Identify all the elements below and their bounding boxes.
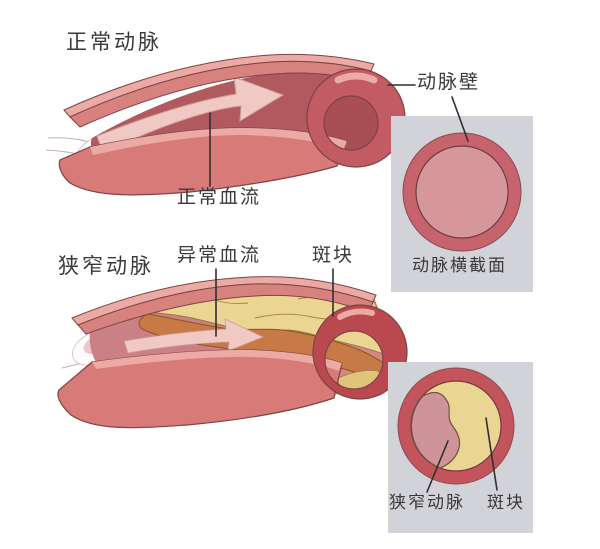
normal-artery-illustration	[45, 53, 406, 196]
normal-flow-label: 正常血流	[177, 187, 262, 208]
cross-section-narrowed-lumen	[410, 391, 461, 469]
cs-plaque-leader-line	[485, 417, 498, 491]
narrowed-artery-illustration	[57, 276, 408, 429]
artery-wall-label: 动脉壁	[417, 72, 481, 93]
cs-plaque-label: 斑块	[487, 493, 525, 512]
leader-lines	[209, 84, 498, 493]
bottom-wall-highlight	[90, 128, 347, 155]
cross-section-lumen	[415, 145, 509, 239]
artery-wall-rim	[306, 68, 406, 168]
rim-highlight	[334, 72, 378, 84]
wall-leader-line-2	[451, 96, 469, 142]
cross-section-narrowed-panel	[388, 362, 533, 533]
rim-highlight	[337, 308, 375, 320]
normal-artery-title: 正常动脉	[66, 31, 162, 54]
cs-narrowed-lumen-label: 狭窄动脉	[389, 493, 465, 512]
abnormal-flow-arrow	[123, 318, 264, 354]
plaque-label: 斑块	[312, 245, 355, 266]
cross-section-normal-panel	[391, 116, 533, 292]
narrowed-lumen-leader-line	[426, 440, 449, 493]
narrowed-artery-title: 狭窄动脉	[58, 255, 154, 278]
cross-section-caption: 动脉横截面	[412, 256, 507, 275]
artery-wall-rim	[312, 304, 408, 400]
normal-flow-arrow	[96, 76, 285, 154]
bottom-wall-highlight	[92, 349, 342, 371]
abnormal-flow-label: 异常血流	[177, 245, 262, 266]
rim-hole	[324, 96, 378, 150]
